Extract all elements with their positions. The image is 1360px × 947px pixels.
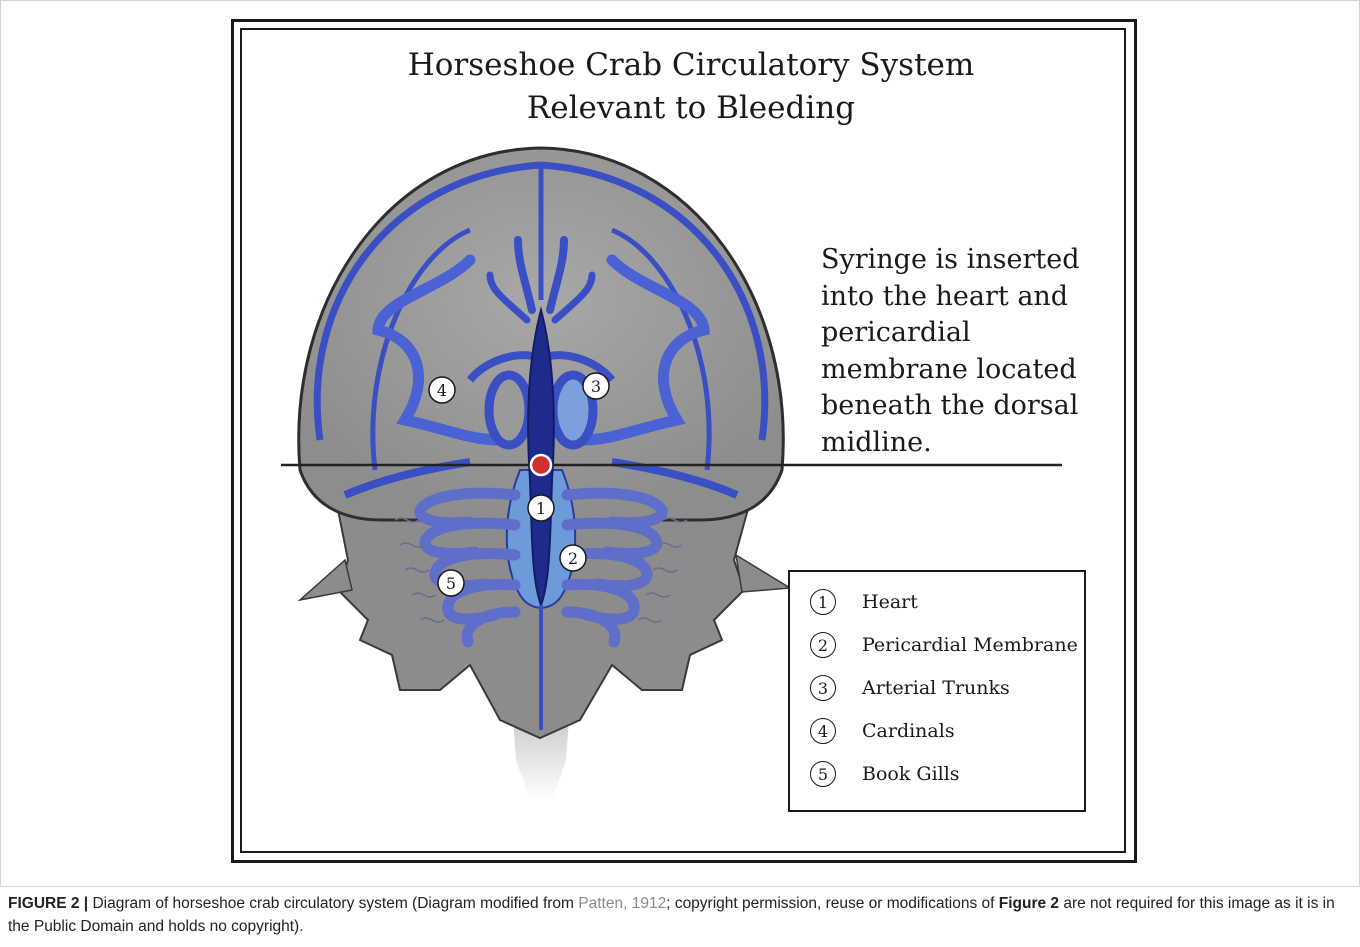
caption-figure-label: FIGURE 2 | bbox=[8, 895, 88, 912]
marker-pericardial-membrane: 2 bbox=[560, 545, 586, 571]
legend-number: 5 bbox=[810, 761, 836, 787]
diagram-title-line1: Horseshoe Crab Circulatory System bbox=[240, 44, 1142, 87]
marker-book-gills-number: 5 bbox=[446, 574, 456, 593]
marker-heart-number: 1 bbox=[536, 499, 546, 518]
crab-right-spine bbox=[736, 555, 790, 592]
marker-book-gills: 5 bbox=[438, 570, 464, 596]
syringe-note-line: midline. bbox=[821, 425, 1121, 462]
marker-arterial-trunks-number: 3 bbox=[591, 377, 601, 396]
syringe-note-line: membrane located bbox=[821, 352, 1121, 389]
legend: 1 Heart 2 Pericardial Membrane 3 Arteria… bbox=[788, 570, 1086, 812]
legend-label: Heart bbox=[862, 591, 918, 613]
syringe-note-line: Syringe is inserted bbox=[821, 242, 1121, 279]
legend-label: Pericardial Membrane bbox=[862, 634, 1078, 656]
horseshoe-crab-illustration: 1 2 3 4 5 bbox=[0, 0, 1360, 885]
syringe-note-line: pericardial bbox=[821, 315, 1121, 352]
injection-point bbox=[531, 455, 551, 475]
marker-heart: 1 bbox=[528, 495, 554, 521]
caption-text: Diagram of horseshoe crab circulatory sy… bbox=[88, 895, 578, 912]
arterial-trunk-left bbox=[489, 375, 529, 445]
marker-arterial-trunks: 3 bbox=[583, 373, 609, 399]
legend-number: 3 bbox=[810, 675, 836, 701]
caption-text: ; copyright permission, reuse or modific… bbox=[666, 895, 999, 912]
syringe-note-line: beneath the dorsal bbox=[821, 388, 1121, 425]
legend-number: 4 bbox=[810, 718, 836, 744]
legend-item-book-gills: 5 Book Gills bbox=[810, 759, 960, 789]
legend-label: Arterial Trunks bbox=[862, 677, 1010, 699]
legend-item-heart: 1 Heart bbox=[810, 587, 918, 617]
diagram-title-line2: Relevant to Bleeding bbox=[240, 87, 1142, 130]
legend-label: Cardinals bbox=[862, 720, 955, 742]
syringe-note-line: into the heart and bbox=[821, 279, 1121, 316]
syringe-note: Syringe is inserted into the heart and p… bbox=[821, 242, 1121, 462]
marker-cardinals-number: 4 bbox=[437, 381, 447, 400]
diagram-title: Horseshoe Crab Circulatory System Releva… bbox=[240, 44, 1142, 130]
caption-figure-ref: Figure 2 bbox=[999, 895, 1059, 912]
legend-number: 1 bbox=[810, 589, 836, 615]
figure-caption: FIGURE 2 | Diagram of horseshoe crab cir… bbox=[8, 892, 1348, 938]
legend-item-cardinals: 4 Cardinals bbox=[810, 716, 955, 746]
legend-item-pericardial-membrane: 2 Pericardial Membrane bbox=[810, 630, 1078, 660]
legend-item-arterial-trunks: 3 Arterial Trunks bbox=[810, 673, 1010, 703]
marker-cardinals: 4 bbox=[429, 377, 455, 403]
legend-number: 2 bbox=[810, 632, 836, 658]
legend-label: Book Gills bbox=[862, 763, 960, 785]
caption-citation-link[interactable]: Patten, 1912 bbox=[578, 895, 666, 912]
marker-pericardial-membrane-number: 2 bbox=[568, 549, 578, 568]
